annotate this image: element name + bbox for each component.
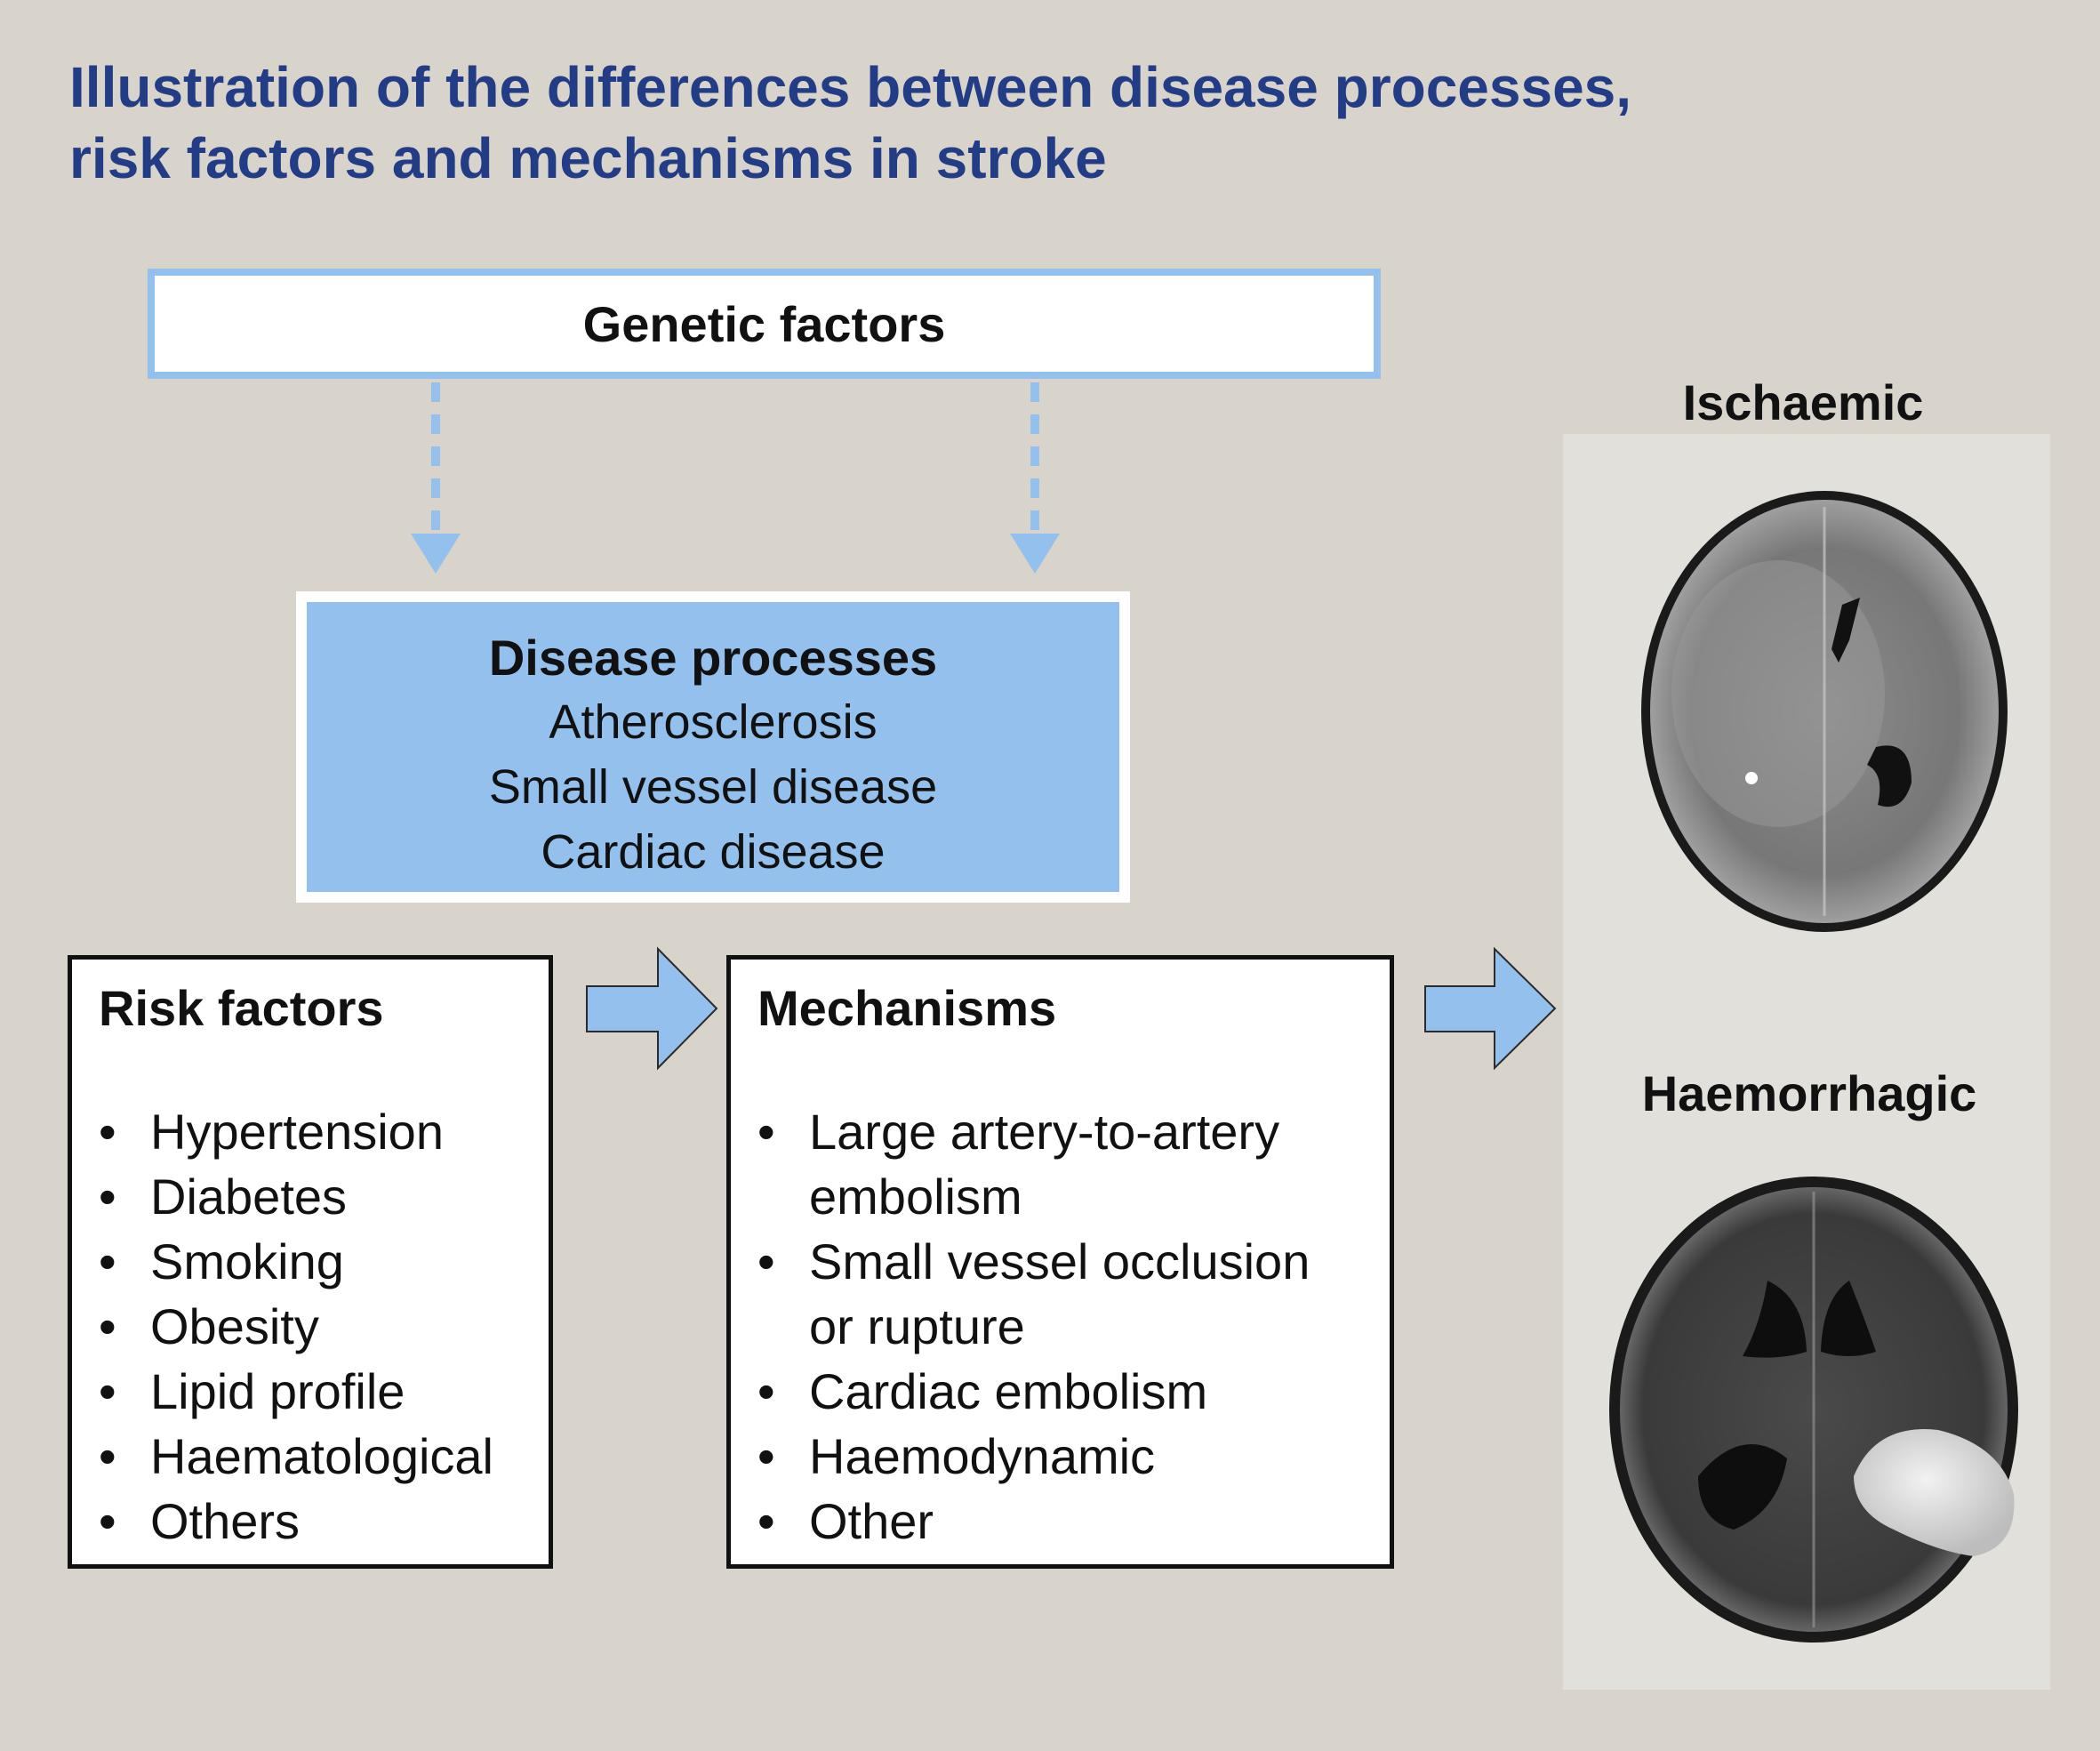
bullet-icon: •	[99, 1298, 116, 1354]
disease-item: Atherosclerosis	[549, 695, 878, 749]
figure-title: Illustration of the differences between …	[69, 52, 1936, 194]
mechanism-text: Other	[809, 1493, 934, 1549]
bullet-icon: •	[757, 1428, 775, 1484]
risk-factor-text: Haematological	[150, 1428, 493, 1484]
arrow-right-block-icon	[1424, 946, 1557, 1071]
risk-factors-heading: Risk factors	[99, 980, 384, 1036]
genetic-factors-label: Genetic factors	[582, 295, 946, 352]
risk-factor-text: Smoking	[150, 1233, 344, 1289]
title-line-1: Illustration of the differences between …	[69, 55, 1632, 119]
title-line-2: risk factors and mechanisms in stroke	[69, 126, 1107, 190]
bullet-icon: •	[99, 1428, 116, 1484]
list-item: • Hypertension	[99, 1099, 493, 1164]
bullet-icon: •	[757, 1233, 775, 1289]
mechanism-text: Large artery-to-artery	[809, 1104, 1280, 1160]
list-item: • Smoking	[99, 1229, 493, 1294]
bullet-icon: •	[99, 1493, 116, 1549]
risk-factor-text: Hypertension	[150, 1104, 444, 1160]
haemorrhagic-label: Haemorrhagic	[1641, 1065, 1977, 1121]
list-item: • Small vessel occlusion or rupture	[757, 1229, 1310, 1359]
risk-factor-text: Others	[150, 1493, 301, 1549]
bullet-icon: •	[99, 1363, 116, 1419]
bullet-icon: •	[757, 1363, 775, 1419]
mechanism-text: Haemodynamic	[809, 1428, 1156, 1484]
list-item: • Lipid profile	[99, 1359, 493, 1424]
arrow-right-block-icon	[586, 946, 718, 1071]
haemorrhagic-ct-scan-image	[1609, 1177, 2018, 1643]
list-item: • Diabetes	[99, 1164, 493, 1229]
disease-item: Small vessel disease	[488, 760, 938, 814]
risk-factor-text: Lipid profile	[150, 1363, 405, 1419]
list-item: • Other	[757, 1489, 1310, 1554]
ischaemic-ct-scan-image	[1641, 491, 2008, 932]
mechanism-text-continued: embolism	[809, 1169, 1022, 1225]
mechanism-text-continued: or rupture	[809, 1298, 1025, 1354]
arrow-down-dashed-icon	[1010, 382, 1060, 574]
risk-factors-box: Risk factors • Hypertension • Diabetes • Sm…	[68, 955, 553, 1569]
mechanisms-heading: Mechanisms	[757, 980, 1057, 1036]
mechanisms-box: Mechanisms • Large artery-to-artery emboli…	[726, 955, 1394, 1569]
disease-processes-box: Disease processes Atherosclerosis Small …	[296, 591, 1130, 903]
bullet-icon: •	[757, 1493, 775, 1549]
bullet-icon: •	[99, 1233, 116, 1289]
disease-processes-heading: Disease processes	[488, 630, 938, 686]
risk-factor-text: Diabetes	[150, 1169, 348, 1225]
list-item: • Large artery-to-artery embolism	[757, 1099, 1310, 1229]
list-item: • Haemodynamic	[757, 1424, 1310, 1489]
risk-factors-list: • Hypertension • Diabetes • Smoking • Obesit…	[99, 1099, 493, 1554]
list-item: • Haematological	[99, 1424, 493, 1489]
mechanism-text: Cardiac embolism	[809, 1363, 1208, 1419]
list-item: • Cardiac embolism	[757, 1359, 1310, 1424]
ischaemic-label: Ischaemic	[1682, 374, 1924, 430]
arrow-down-dashed-icon	[411, 382, 461, 574]
bullet-icon: •	[99, 1169, 116, 1225]
disease-processes-panel: Disease processes Atherosclerosis Small …	[307, 602, 1119, 892]
bullet-icon: •	[757, 1104, 775, 1160]
list-item: • Obesity	[99, 1294, 493, 1359]
mechanisms-list: • Large artery-to-artery embolism • Small v…	[757, 1099, 1310, 1554]
risk-factor-text: Obesity	[150, 1298, 319, 1354]
disease-item: Cardiac disease	[541, 825, 886, 879]
bullet-icon: •	[99, 1104, 116, 1160]
list-item: • Others	[99, 1489, 493, 1554]
mechanism-text: Small vessel occlusion	[809, 1233, 1310, 1289]
genetic-factors-box: Genetic factors	[148, 269, 1381, 379]
